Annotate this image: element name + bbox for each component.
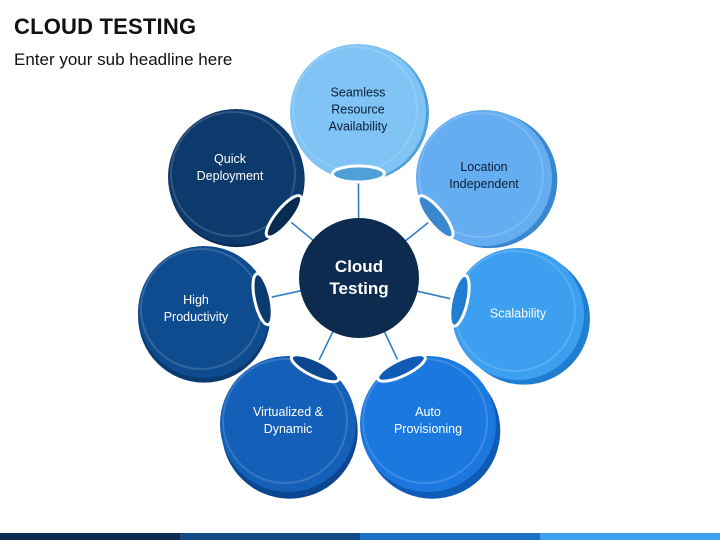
bar-segment-2 xyxy=(180,533,360,540)
node-circle-scalability xyxy=(452,248,584,380)
node-seamless xyxy=(290,44,429,184)
node-circle-auto xyxy=(360,356,496,492)
center-circle xyxy=(299,218,419,338)
node-label-location: Location Independent xyxy=(449,160,519,191)
node-label-virtualized: Virtualized & Dynamic xyxy=(253,405,323,436)
node-joint-deployment xyxy=(264,194,304,239)
node-location xyxy=(416,110,558,249)
bar-segment-1 xyxy=(0,533,180,540)
node-circle-location xyxy=(416,110,552,246)
bottom-accent-bar xyxy=(0,533,720,540)
bar-segment-3 xyxy=(360,533,540,540)
node-label-scalability: Scalability xyxy=(489,306,547,321)
page-title: CLOUD TESTING xyxy=(14,14,197,39)
nodes xyxy=(138,44,590,499)
node-joint-location xyxy=(416,194,455,240)
node-circle-virtualized xyxy=(220,356,356,492)
node-circle-seamless xyxy=(290,44,426,180)
node-virtualized xyxy=(220,353,358,499)
center-label: Cloud Testing xyxy=(329,257,389,298)
node-joint-productivity xyxy=(251,272,274,327)
node-joint-seamless xyxy=(330,164,386,184)
node-scalability xyxy=(448,248,590,385)
bar-segment-4 xyxy=(540,533,720,540)
node-label-seamless: Seamless Resource Availability xyxy=(328,85,388,134)
node-circle-productivity xyxy=(138,246,270,378)
node-joint-virtualized xyxy=(289,353,341,384)
node-productivity xyxy=(138,246,274,383)
node-deployment xyxy=(168,109,305,248)
node-label-deployment: Quick Deployment xyxy=(196,152,264,183)
node-joint-scalability xyxy=(448,273,471,328)
node-joint-auto xyxy=(376,353,427,383)
node-highlight-location xyxy=(418,112,544,238)
node-auto xyxy=(360,353,501,499)
node-label-productivity: High Productivity xyxy=(163,293,229,324)
node-highlight-deployment xyxy=(170,111,296,237)
node-highlight-virtualized xyxy=(222,358,348,484)
page-subtitle: Enter your sub headline here xyxy=(14,50,233,69)
node-circle-deployment xyxy=(168,109,304,245)
node-label-auto: Auto Provisioning xyxy=(393,405,463,436)
